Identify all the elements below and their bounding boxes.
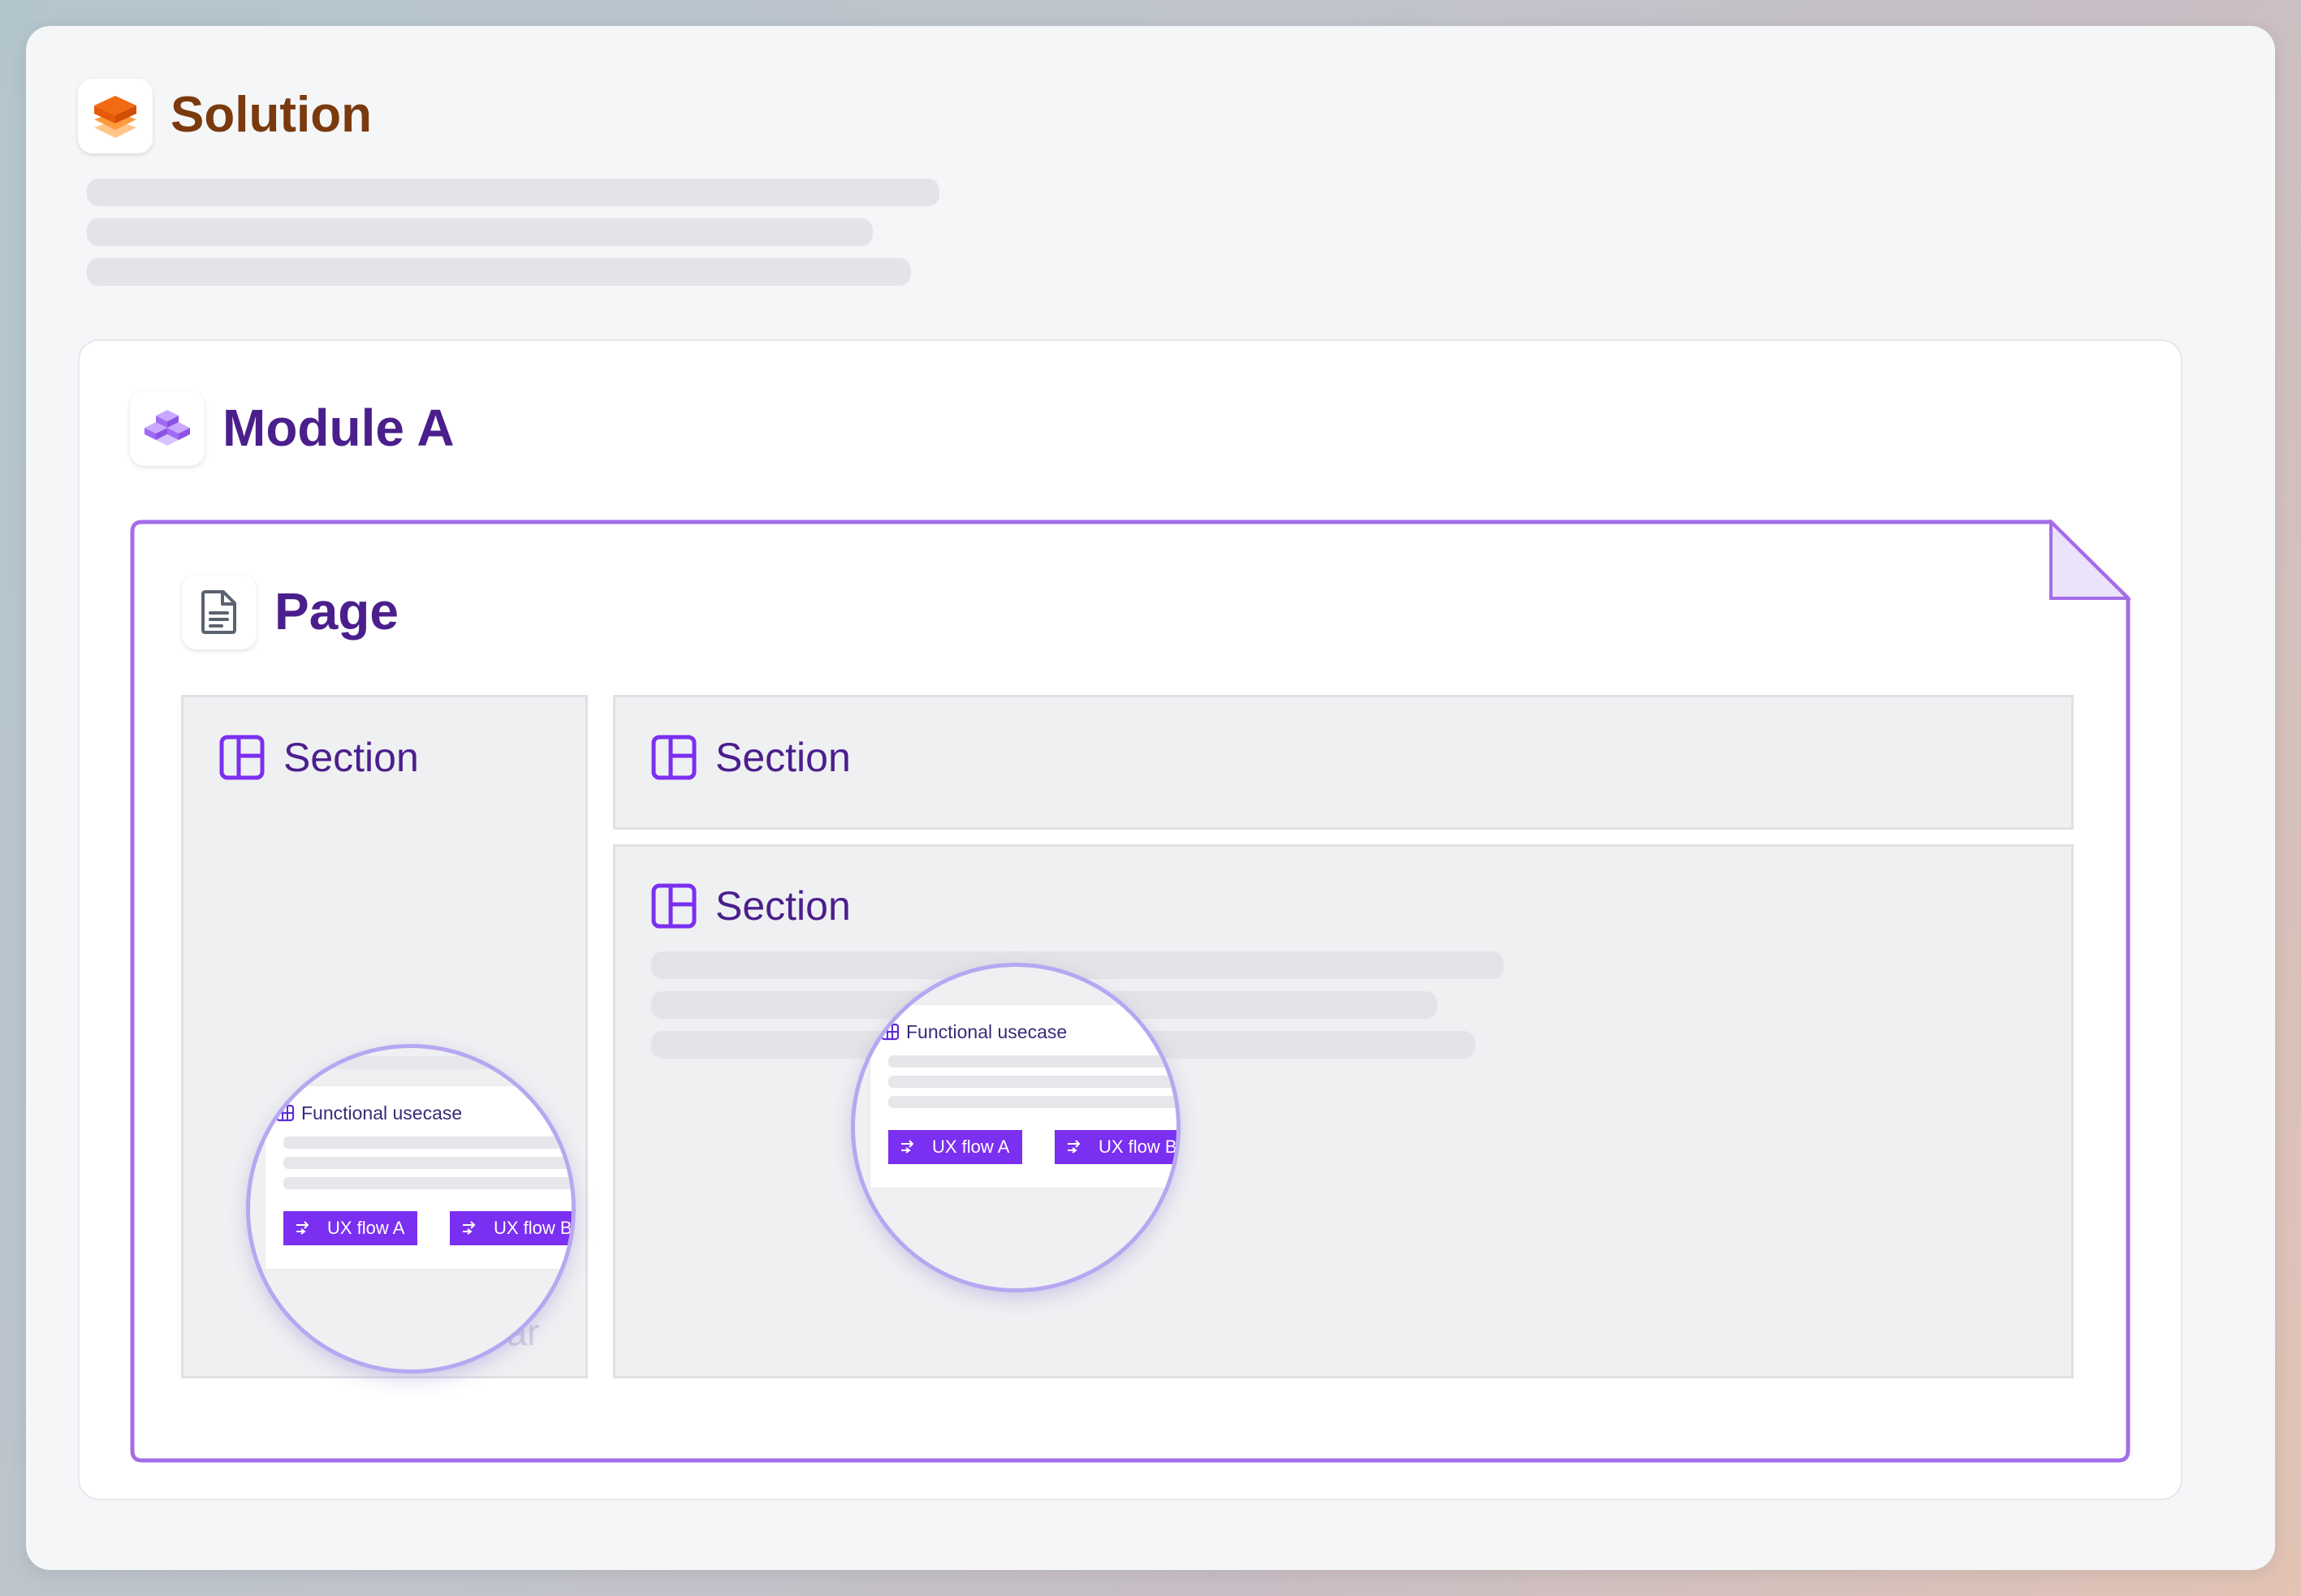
- placeholder-line: [283, 1137, 572, 1149]
- cubes-icon: [145, 410, 190, 446]
- ux-flow-b-button[interactable]: UX flow B: [450, 1211, 572, 1245]
- usecase-title: Functional usecase: [301, 1102, 463, 1124]
- section-label: Section: [283, 735, 419, 780]
- module-icon-tile: [130, 391, 205, 466]
- usecase-card: Functional usecase UX flow A UX flow B: [264, 1085, 572, 1270]
- section-main: Section: [613, 844, 2074, 1378]
- layout-icon: [651, 735, 697, 780]
- grid-icon: [275, 1104, 295, 1122]
- placeholder-line: [888, 1076, 1176, 1088]
- solution-icon-tile: [78, 79, 153, 153]
- layout-icon: [651, 883, 697, 929]
- magnifier-lens-sidebar: Functional usecase UX flow A UX flow B: [246, 1044, 576, 1374]
- stacked-layers-icon: [94, 96, 136, 138]
- placeholder-line: [888, 1055, 1176, 1068]
- solution-title: Solution: [171, 87, 372, 143]
- flow-arrows-icon: [1068, 1140, 1081, 1154]
- usecase-title: Functional usecase: [906, 1021, 1068, 1042]
- placeholder-line: [888, 1096, 1176, 1108]
- ux-flow-b-button[interactable]: UX flow B: [1055, 1130, 1177, 1164]
- magnifier-lens-main: Functional usecase UX flow A UX flow B: [851, 963, 1181, 1292]
- usecase-card: Functional usecase UX flow A UX flow B: [869, 1003, 1177, 1189]
- description-placeholder-line: [87, 258, 911, 286]
- description-placeholder-line: [87, 218, 873, 246]
- placeholder-line: [283, 1177, 572, 1189]
- flow-arrows-icon: [463, 1221, 476, 1235]
- placeholder-line: [331, 1056, 572, 1069]
- section-label: Section: [715, 735, 851, 780]
- module-title: Module A: [222, 399, 455, 457]
- layout-icon: [219, 735, 265, 780]
- flow-arrows-icon: [296, 1221, 309, 1235]
- ux-flow-a-label: UX flow A: [932, 1137, 1010, 1157]
- placeholder-line: [283, 1157, 572, 1169]
- folded-corner: [2049, 520, 2130, 600]
- ux-flow-a-button[interactable]: UX flow A: [888, 1130, 1022, 1164]
- description-placeholder-line: [87, 179, 939, 206]
- section-label: Section: [715, 883, 851, 929]
- document-icon: [201, 590, 236, 634]
- page-title: Page: [274, 582, 399, 641]
- section-header: Section: [613, 695, 2074, 830]
- grid-icon: [880, 1023, 900, 1041]
- page-icon-tile: [182, 575, 257, 649]
- ux-flow-a-button[interactable]: UX flow A: [283, 1211, 417, 1245]
- flow-arrows-icon: [901, 1140, 914, 1154]
- ux-flow-b-label: UX flow B: [494, 1218, 572, 1238]
- ux-flow-b-label: UX flow B: [1099, 1137, 1177, 1157]
- ux-flow-a-label: UX flow A: [327, 1218, 405, 1238]
